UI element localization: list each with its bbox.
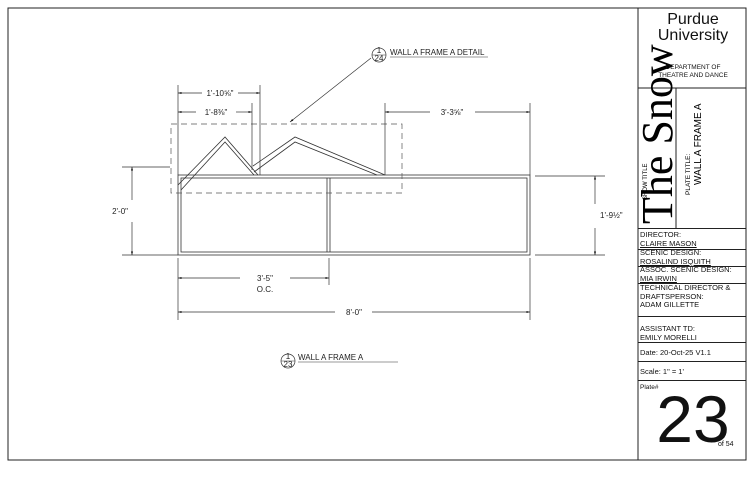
dim-height-left: 2'-0" <box>112 207 128 216</box>
assoc-label: ASSOC. SCENIC DESIGN: <box>640 265 732 274</box>
plate-label: Plate# <box>640 384 659 391</box>
director-block: DIRECTOR:CLAIRE MASON <box>638 230 746 248</box>
svg-text:24: 24 <box>375 54 384 63</box>
svg-text:1: 1 <box>377 46 382 55</box>
date: Date: 20-Oct-25 V1.1 <box>640 348 711 357</box>
dimension-lines <box>122 57 605 320</box>
school-line-1: Purdue <box>667 11 719 28</box>
td-block: TECHNICAL DIRECTOR &DRAFTSPERSON:ADAM GI… <box>638 283 746 310</box>
plate-title: WALL A FRAME A <box>693 103 704 185</box>
dim-top-3: 3'-3⅝" <box>441 108 464 117</box>
school-name: Purdue University <box>638 12 746 44</box>
atd-label: ASSISTANT TD: <box>640 324 696 333</box>
atd-block: ASSISTANT TD:EMILY MORELLI <box>638 324 746 342</box>
scenic-name: ROSALIND ISQUITH <box>640 256 711 266</box>
dim-top-1: 1'-10⅝" <box>206 89 233 98</box>
department: DEPARTMENT OF THEATRE AND DANCE <box>638 64 746 80</box>
td-label-1: TECHNICAL DIRECTOR & <box>640 283 731 292</box>
show-title: The Snow <box>633 44 682 224</box>
dim-top-2: 1'-8⅜" <box>205 108 228 117</box>
svg-text:23: 23 <box>284 360 293 369</box>
dept-line-2: THEATRE AND DANCE <box>658 72 728 79</box>
wall-frame <box>177 136 531 256</box>
assoc-name: MIA IRWIN <box>640 273 677 283</box>
dim-spacing-note: O.C. <box>257 285 273 294</box>
plate-title-label: PLATE TITLE: <box>685 154 692 195</box>
view-label: WALL A FRAME A <box>298 353 364 362</box>
scenic-block: SCENIC DESIGN:ROSALIND ISQUITH <box>638 248 746 266</box>
detail-label: WALL A FRAME A DETAIL <box>390 48 485 57</box>
view-callout: 1 23 WALL A FRAME A <box>280 352 398 369</box>
dept-line-1: DEPARTMENT OF <box>665 64 721 71</box>
plate-number: 23 <box>656 382 730 456</box>
detail-boundary <box>170 123 403 194</box>
atd-name: EMILY MORELLI <box>640 332 697 342</box>
dim-spacing: 3'-5" <box>257 274 273 283</box>
show-title-label: SHOW TITLE <box>643 163 649 200</box>
td-label-2: DRAFTSPERSON: <box>640 291 704 301</box>
sheet-border <box>7 7 747 461</box>
dim-height-right: 1'-9½" <box>600 211 623 220</box>
td-name: ADAM GILLETTE <box>640 300 700 309</box>
dim-overall: 8'-0" <box>346 308 362 317</box>
detail-callout: 1 24 WALL A FRAME A DETAIL <box>371 46 488 63</box>
plate-of: of 54 <box>718 441 734 448</box>
school-line-2: University <box>657 27 729 44</box>
scale: Scale: 1" = 1' <box>640 367 684 376</box>
scenic-label: SCENIC DESIGN: <box>640 248 702 257</box>
svg-text:1: 1 <box>286 352 291 361</box>
director-name: CLAIRE MASON <box>640 238 697 248</box>
director-label: DIRECTOR: <box>640 230 682 239</box>
assoc-block: ASSOC. SCENIC DESIGN:MIA IRWIN <box>638 265 746 283</box>
